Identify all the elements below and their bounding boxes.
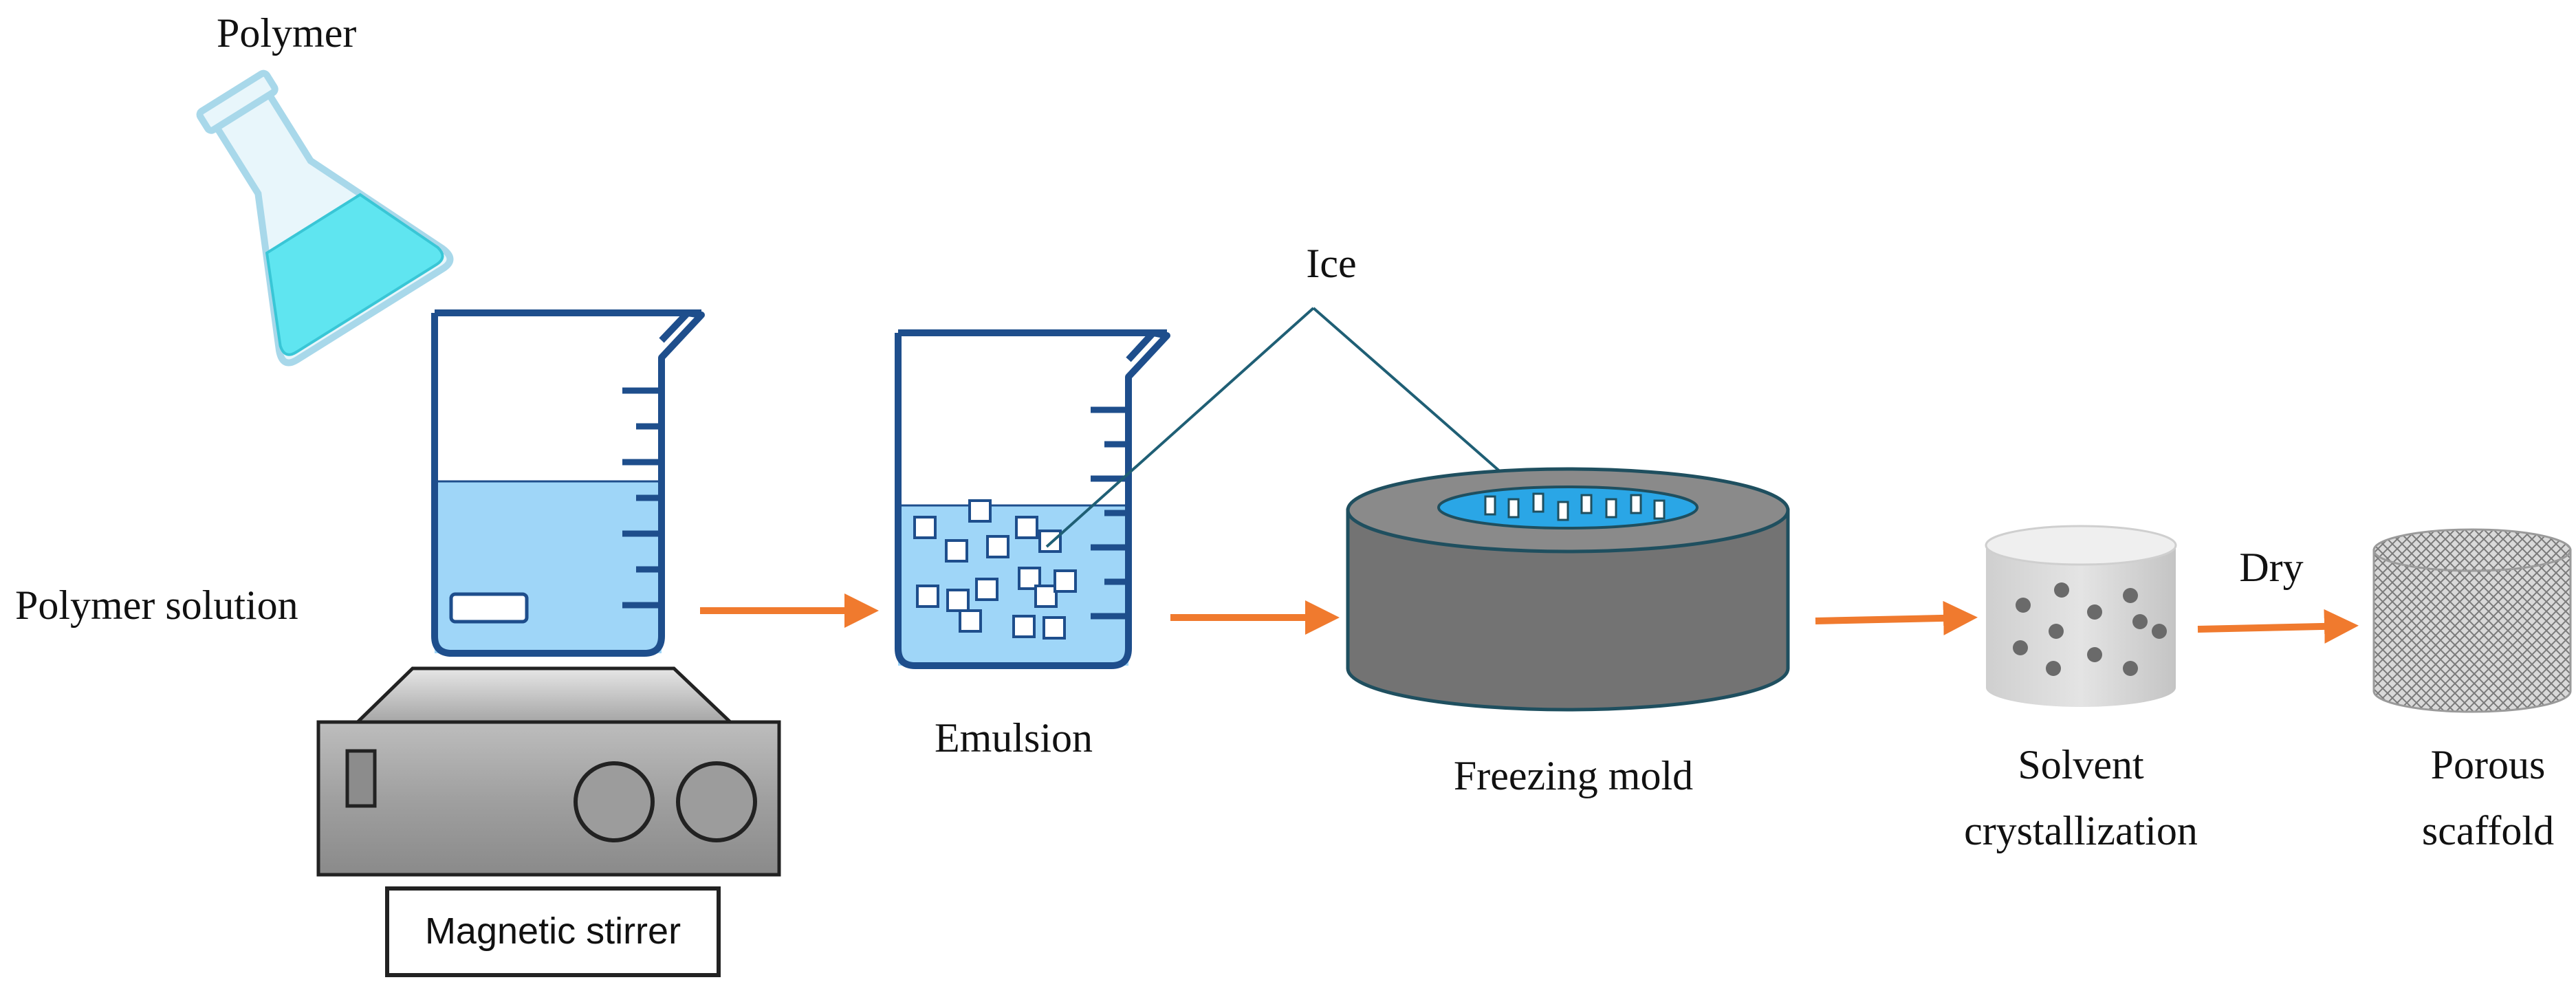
polymer-flask-icon: [196, 69, 454, 367]
emulsion-label: Emulsion: [935, 715, 1093, 761]
solvent-label-line2: crystallization: [1964, 808, 2198, 853]
stir-bar-icon: [449, 592, 529, 624]
freezing-mold-label: Freezing mold: [1454, 753, 1693, 798]
scaffold-label-line2: scaffold: [2422, 808, 2554, 853]
magnetic-stirrer-label: Magnetic stirrer: [425, 910, 681, 952]
scaffold-label-line1: Porous: [2431, 742, 2546, 787]
process-arrow-4: [2197, 609, 2359, 644]
ice-label: Ice: [1306, 241, 1356, 286]
freezing-mold-icon: [1346, 467, 1790, 712]
ice-cubes-icon: [913, 499, 1077, 640]
emulsion-beaker: [895, 329, 1170, 669]
dry-label: Dry: [2239, 545, 2303, 590]
polymer-label: Polymer: [217, 10, 356, 56]
polymer-solution-beaker: [431, 309, 705, 657]
process-arrow-3: [1815, 600, 1978, 635]
solvent-crystallization-icon: [1985, 525, 2177, 707]
solvent-label-line1: Solvent: [2018, 742, 2144, 787]
porous-scaffold-icon: [2372, 528, 2572, 713]
polymer-solution-label: Polymer solution: [15, 582, 298, 628]
magnetic-stirrer-icon: [316, 666, 781, 977]
